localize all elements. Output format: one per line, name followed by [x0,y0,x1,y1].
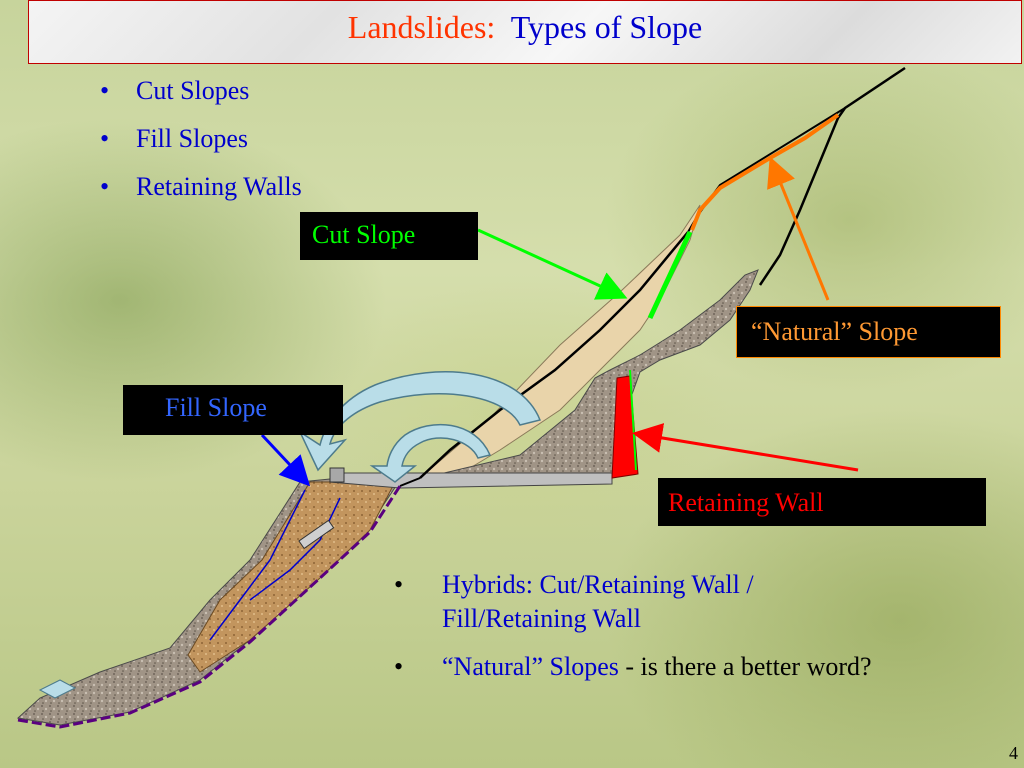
title-part-types: Types of Slope [510,9,703,45]
bullet-retaining-walls: Retaining Walls [96,168,302,216]
fill-slope-callout-arrow [260,433,311,487]
slope-types-list: Cut Slopes Fill Slopes Retaining Walls [96,72,302,216]
title-part-landslides: Landslides: [347,9,496,45]
cut-slope-outline [419,231,689,479]
fill-pipe [298,519,335,550]
cut-slope-face [629,369,637,471]
cut-slope-callout-arrow [477,228,628,300]
fill-soil [187,481,396,673]
cut-slope-face [647,230,693,320]
label-natural-slope: “Natural” Slope [736,306,1001,358]
natural-slope-callout-arrow [767,156,830,301]
fill-drain-line [209,489,306,641]
bullet-hybrids: Hybrids: Cut/Retaining Wall / Fill/Retai… [390,568,890,636]
fill-slope-outline [399,477,421,487]
label-cut-slope: Cut Slope [300,212,478,260]
bullet-natural-slopes: “Natural” Slopes - is there a better wor… [390,650,890,684]
natural-slopes-question: - is there a better word? [618,652,872,681]
bullet-fill-slopes: Fill Slopes [96,120,302,168]
transfer-arrow-small [369,423,492,483]
page-number: 4 [1009,743,1018,763]
natural-slope-line [758,66,906,286]
retaining-wall-callout-arrow [632,423,859,472]
slide-title: Landslides: Types of Slope [29,9,1021,46]
label-retaining-wall: Retaining Wall [658,478,986,526]
label-fill-slope: Fill Slope [123,385,343,435]
title-bar: Landslides: Types of Slope [28,0,1022,64]
natural-slopes-term: “Natural” Slopes [442,652,619,681]
fill-drain-line [249,497,341,601]
toe-marker [38,679,77,699]
natural-slope-surface [690,113,840,231]
lower-slope-base [17,485,402,729]
road-curb [329,467,345,483]
hybrids-text: Hybrids: Cut/Retaining Wall / Fill/Retai… [442,570,754,633]
bullet-cut-slopes: Cut Slopes [96,72,302,120]
road-bench [329,472,613,489]
discussion-list: Hybrids: Cut/Retaining Wall / Fill/Retai… [390,568,890,698]
